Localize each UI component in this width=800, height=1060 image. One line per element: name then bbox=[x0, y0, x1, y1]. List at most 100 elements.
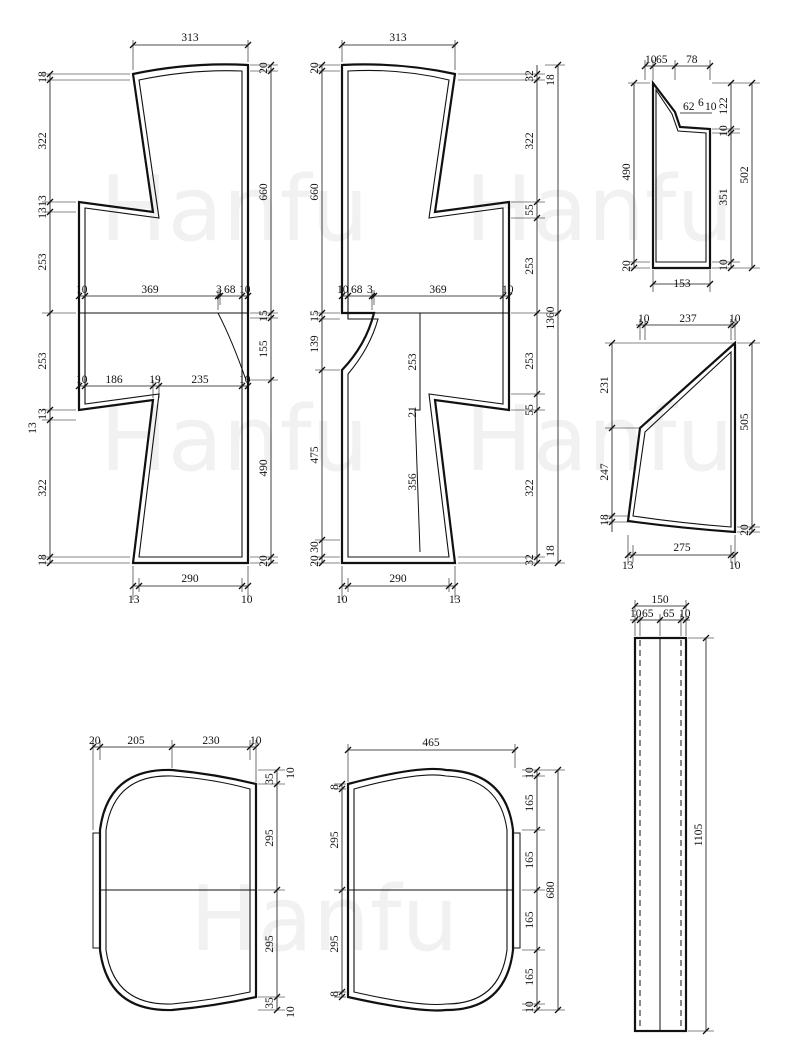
dimension-tick bbox=[318, 559, 326, 567]
dimension-label: 351 bbox=[718, 188, 730, 206]
dimension-label: 295 bbox=[329, 935, 341, 953]
dimension-tick bbox=[706, 280, 714, 288]
dimension-tick bbox=[338, 785, 346, 793]
dimension-label: 32 bbox=[524, 70, 536, 82]
dimension-tick bbox=[273, 993, 281, 1001]
dimension-label: 660 bbox=[309, 183, 321, 201]
gusset-piece-lower bbox=[626, 340, 737, 534]
dimension-tick bbox=[129, 41, 137, 49]
dimension-tick bbox=[608, 339, 616, 347]
dimension-tick bbox=[630, 258, 638, 266]
dimension-label: 32 bbox=[524, 554, 536, 566]
dimension-tick bbox=[533, 76, 541, 84]
dimension-tick bbox=[748, 339, 756, 347]
skirt-panel-left bbox=[92, 768, 258, 1012]
dimension-label: 322 bbox=[37, 479, 49, 497]
dimension-label: 20 bbox=[309, 555, 321, 567]
dimension-label: 10 bbox=[645, 54, 657, 66]
dimension-label: 13 bbox=[37, 207, 49, 219]
dimension-label: 322 bbox=[524, 479, 536, 497]
dimension-tick bbox=[554, 61, 562, 69]
dimension-tick bbox=[238, 292, 246, 300]
dimension-label: 369 bbox=[429, 284, 447, 296]
dimension-label: 10 bbox=[718, 125, 730, 137]
dimension-tick bbox=[244, 41, 252, 49]
dimension-tick bbox=[533, 309, 541, 317]
dimension-tick bbox=[727, 79, 735, 87]
watermark-text: Hanfu bbox=[100, 157, 369, 262]
dimension-tick bbox=[554, 766, 562, 774]
dimension-label: 10 bbox=[285, 767, 297, 779]
dimension-label: 3 bbox=[216, 284, 222, 296]
dimension-label: 20 bbox=[739, 524, 751, 536]
dimension-label: 10 bbox=[250, 735, 262, 747]
dimension-tick bbox=[641, 62, 649, 70]
dimension-label: 65 bbox=[642, 608, 654, 620]
dimension-tick bbox=[46, 70, 54, 78]
dimension-label: 18 bbox=[37, 71, 49, 83]
dimension-tick bbox=[631, 602, 639, 610]
dimension-label: 10 bbox=[729, 560, 741, 572]
dimension-tick bbox=[682, 602, 690, 610]
dimension-label: 13 bbox=[37, 408, 49, 420]
dimension-tick bbox=[273, 886, 281, 894]
gusset-piece-lower-dimensions: 10 237 10 231 247 18 505 20 275 13 10 bbox=[599, 313, 760, 572]
dimension-tick bbox=[505, 292, 513, 300]
dimension-label: 295 bbox=[264, 935, 276, 953]
dimension-label: 10 bbox=[241, 594, 253, 606]
dimension-label: 502 bbox=[739, 166, 751, 184]
collar-strip-dimensions: 150 10 65 65 10 1105 bbox=[630, 594, 714, 1032]
dimension-tick bbox=[246, 743, 254, 751]
dimension-label: 19 bbox=[149, 374, 161, 386]
dimension-tick bbox=[46, 309, 54, 317]
dimension-tick bbox=[46, 559, 54, 567]
dimension-tick bbox=[155, 382, 163, 390]
dimension-tick bbox=[727, 551, 735, 559]
dimension-label: 18 bbox=[545, 545, 557, 557]
dimension-label: 10 bbox=[638, 313, 650, 325]
dimension-label: 10 bbox=[337, 284, 349, 296]
dimension-tick bbox=[318, 553, 326, 561]
dimension-tick bbox=[238, 382, 246, 390]
dimension-label: 122 bbox=[718, 97, 730, 115]
collar-strip bbox=[633, 636, 688, 1033]
dimension-label: 165 bbox=[524, 911, 536, 929]
dimension-tick bbox=[629, 551, 637, 559]
dimension-label: 10 bbox=[705, 101, 717, 113]
dimension-tick bbox=[533, 1000, 541, 1008]
dimension-tick bbox=[338, 988, 346, 996]
dimension-tick bbox=[338, 886, 346, 894]
dimension-tick bbox=[318, 67, 326, 75]
dimension-label: 680 bbox=[545, 881, 557, 899]
dimension-label: 253 bbox=[407, 353, 419, 371]
dimension-label: 6 bbox=[698, 97, 704, 109]
bodice-piece-right-dimensions: 313 20 660 15 139 475 20 30 10 68 3 369 … bbox=[309, 32, 565, 606]
dimension-tick bbox=[727, 129, 735, 137]
dimension-label: 465 bbox=[422, 737, 440, 749]
dimension-tick bbox=[533, 766, 541, 774]
dimension-label: 1360 bbox=[545, 306, 557, 329]
dimension-tick bbox=[89, 743, 97, 751]
dimension-tick bbox=[338, 582, 346, 590]
dimension-label: 490 bbox=[621, 163, 633, 181]
dimension-label: 18 bbox=[599, 514, 611, 526]
dimension-tick bbox=[671, 62, 679, 70]
dimension-tick bbox=[533, 559, 541, 567]
gusset-piece-upper bbox=[651, 79, 712, 270]
dimension-label: 15 bbox=[309, 310, 321, 322]
dimension-label: 369 bbox=[141, 284, 159, 296]
dimension-tick bbox=[267, 553, 275, 561]
dimension-ticks bbox=[46, 41, 756, 1035]
dimension-tick bbox=[656, 616, 664, 624]
dimension-tick bbox=[135, 582, 143, 590]
dimension-tick bbox=[533, 198, 541, 206]
dimension-label: 153 bbox=[673, 278, 691, 290]
dimension-label: 186 bbox=[105, 374, 123, 386]
dimension-tick bbox=[344, 582, 352, 590]
dimension-label: 322 bbox=[37, 132, 49, 150]
dimension-tick bbox=[338, 41, 346, 49]
dimension-label: 10 bbox=[729, 313, 741, 325]
dimension-label: 65 bbox=[663, 608, 675, 620]
dimension-label: 237 bbox=[679, 313, 697, 325]
dimension-tick bbox=[624, 551, 632, 559]
